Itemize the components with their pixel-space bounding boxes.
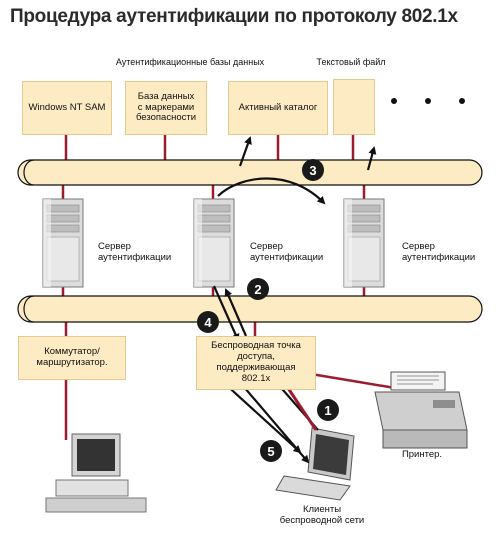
arrow-server-to-ap	[212, 285, 240, 342]
cable-printer	[304, 371, 396, 390]
server-tower-icon	[42, 198, 84, 288]
step-label-4: 4	[204, 315, 212, 330]
top-bus	[17, 159, 483, 186]
text-file-label: Текстовый файл	[316, 57, 386, 67]
arrow-to-active-dir	[238, 136, 252, 167]
red-link	[282, 381, 318, 431]
arrow-to-text-file	[366, 146, 377, 171]
server-tower-icon	[343, 198, 385, 288]
step-label-2: 2	[254, 282, 261, 297]
token-database-box: База данных с маркерами безопасности	[125, 81, 207, 135]
access-point-box: Беспроводная точка доступа, поддерживающ…	[196, 336, 316, 390]
printer-icon	[374, 371, 468, 449]
printer-label: Принтер.	[401, 449, 443, 460]
step-marker-1	[317, 399, 339, 421]
step-marker-3	[302, 159, 324, 181]
text-file-box	[333, 79, 375, 135]
server-label-2: Сервер аутентификации	[250, 241, 324, 263]
active-directory-box: Активный каталог	[228, 81, 328, 135]
bottom-bus	[17, 295, 483, 323]
server-label-3: Сервер аутентификации	[402, 241, 476, 263]
step-marker-4	[197, 311, 219, 333]
laptop-icon	[275, 427, 355, 501]
step-markers	[197, 159, 339, 462]
step-marker-5	[260, 440, 282, 462]
ellipsis-dots	[391, 98, 465, 104]
step-label-3: 3	[309, 163, 316, 178]
arrow-ap-to-server	[224, 288, 248, 337]
step-marker-2	[247, 278, 269, 300]
clients-label: Клиенты беспроводной сети	[279, 504, 365, 526]
windows-nt-sam-box: Windows NT SAM	[22, 81, 112, 135]
step-label-5: 5	[267, 444, 274, 459]
switch-router-box: Коммутатор/ маршрутизатор.	[18, 336, 126, 380]
server-label-1: Сервер аутентификации	[98, 241, 172, 263]
desktop-computer-icon	[45, 433, 147, 513]
auth-db-label: Аутентификационные базы данных	[115, 57, 265, 67]
server-tower-icon	[193, 198, 235, 288]
diagram-title: Процедура аутентификации по протоколу 80…	[10, 6, 458, 27]
arrow-server-to-server3	[217, 177, 326, 205]
step-label-1: 1	[324, 403, 331, 418]
